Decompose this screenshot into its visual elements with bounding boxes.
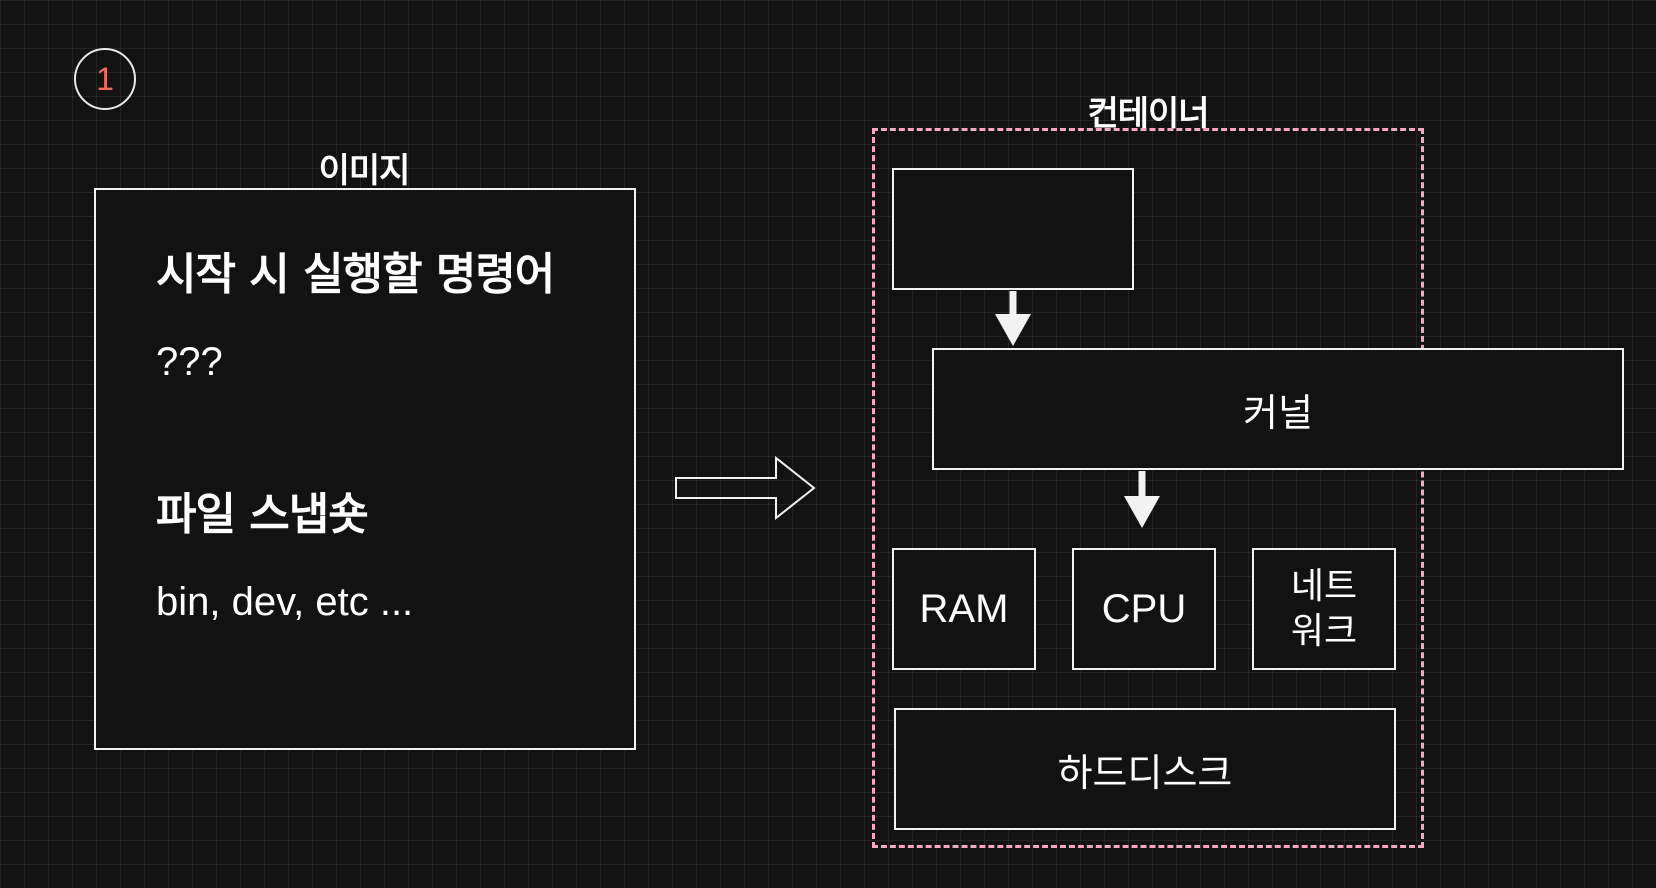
image-to-container-arrow-icon	[675, 455, 816, 521]
image-title: 이미지	[318, 151, 411, 191]
kernel-box: 커널	[932, 348, 1624, 470]
cpu-box: CPU	[1072, 548, 1216, 670]
startup-command-value: ???	[156, 340, 223, 384]
container-title: 컨테이너	[1087, 94, 1209, 134]
hard-disk-box: 하드디스크	[894, 708, 1396, 830]
startup-command-heading: 시작 시 실행할 명령어	[156, 249, 555, 300]
container-boundary	[872, 128, 1424, 848]
image-box: 시작 시 실행할 명령어 ??? 파일 스냅숏 bin, dev, etc ..…	[94, 188, 636, 750]
process-box	[892, 168, 1134, 290]
network-box: 네트 워크	[1252, 548, 1396, 670]
file-snapshot-heading: 파일 스냅숏	[156, 489, 369, 540]
ram-box: RAM	[892, 548, 1036, 670]
step-number-badge: 1	[74, 48, 136, 110]
file-snapshot-value: bin, dev, etc ...	[156, 580, 414, 624]
